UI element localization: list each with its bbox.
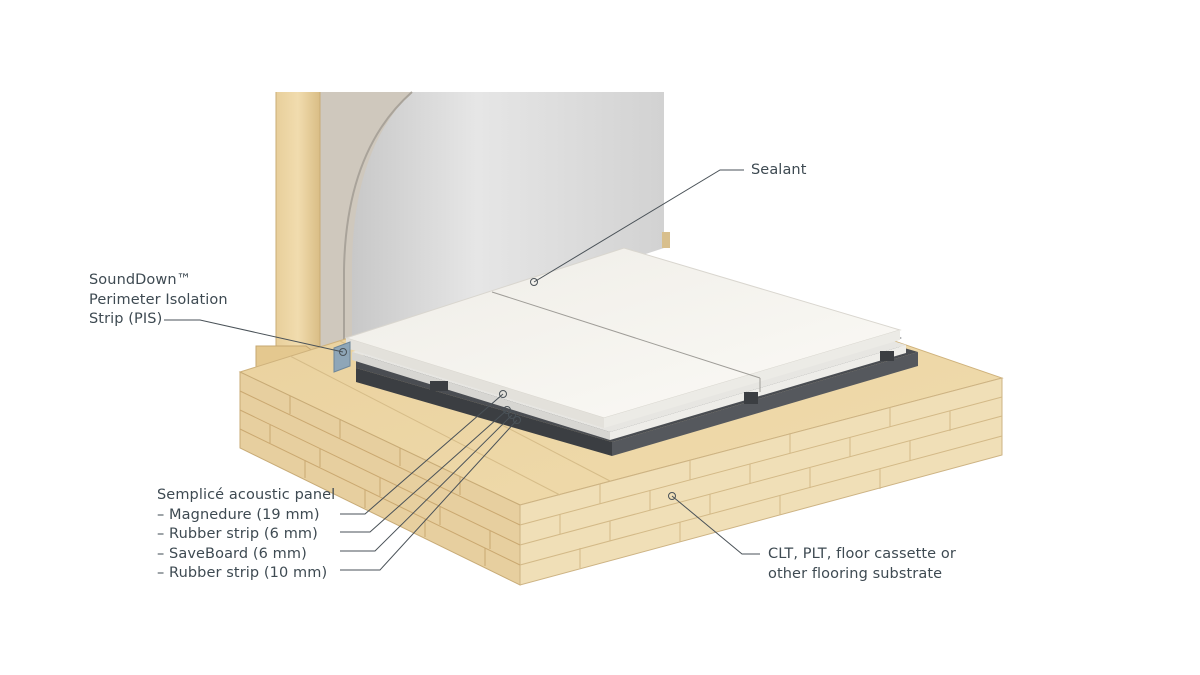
label-sealant: Sealant <box>751 162 807 178</box>
label-pis-line-2: Perimeter Isolation <box>89 291 228 308</box>
leader-lines <box>164 169 760 571</box>
leader-rubber-6mm <box>340 409 508 533</box>
label-acoustic-panel: Semplicé acoustic panel – Magnedure (19 … <box>157 486 335 584</box>
wall-stud <box>276 92 320 354</box>
wall-edge-trim <box>662 232 670 248</box>
label-layer-rubber-10mm: – Rubber strip (10 mm) <box>157 565 328 581</box>
label-substrate-line-1: CLT, PLT, floor cassette or <box>768 546 956 562</box>
acoustic-panel-system <box>333 247 918 456</box>
label-substrate: CLT, PLT, floor cassette or other floori… <box>768 545 956 584</box>
label-substrate-line-2: other flooring substrate <box>768 565 943 582</box>
wall-plasterboard <box>352 92 664 350</box>
leader-saveboard <box>340 414 513 552</box>
leader-pis <box>164 319 344 353</box>
wall-cutaway-curve <box>343 91 413 352</box>
label-layer-rubber-6mm: – Rubber strip (6 mm) <box>157 526 318 542</box>
leader-rubber-10mm <box>340 419 518 571</box>
label-perimeter-isolation-strip: SoundDown™ Perimeter Isolation Strip (PI… <box>89 271 228 330</box>
label-panel-title: Semplicé acoustic panel <box>157 487 336 503</box>
leader-magnedure <box>340 393 504 515</box>
leader-sealant <box>533 169 744 283</box>
leader-substrate <box>671 495 760 555</box>
label-pis-line-1: SoundDown™ <box>89 272 192 288</box>
label-layer-saveboard: – SaveBoard (6 mm) <box>157 545 307 562</box>
panel-joint <box>491 291 761 379</box>
label-pis-line-3: Strip (PIS) <box>89 311 163 327</box>
label-layer-magnedure: – Magnedure (19 mm) <box>157 506 320 523</box>
